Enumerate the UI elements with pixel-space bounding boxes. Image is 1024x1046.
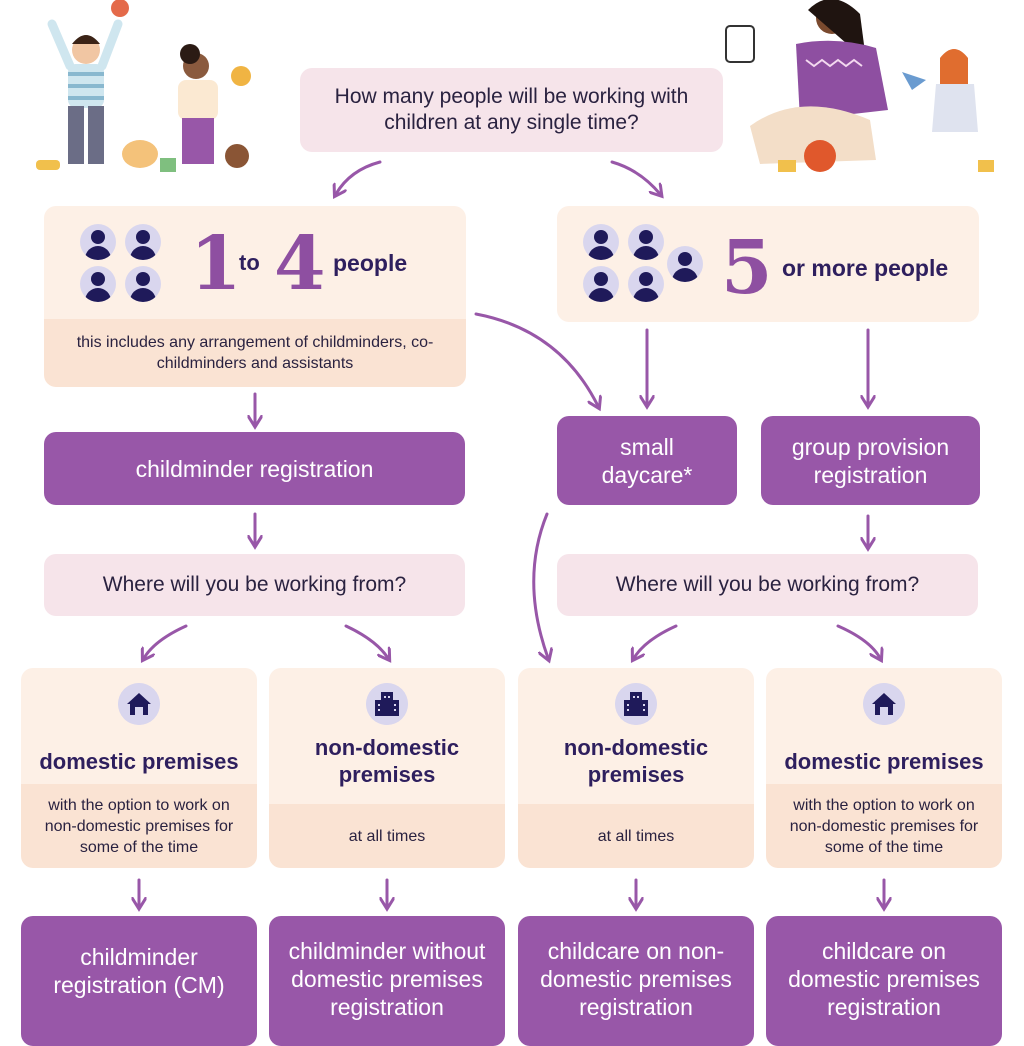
premises-title: non-domestic premises xyxy=(563,735,709,787)
question-where-left-text: Where will you be working from? xyxy=(102,573,407,596)
question-how-many-people: How many people will be working with chi… xyxy=(300,68,723,152)
premises-domestic-left: domestic premises with the option to wor… xyxy=(21,668,257,868)
option-5-or-more-people: 5 or more people xyxy=(557,206,979,322)
question-how-many-people-text: How many people will be working with chi… xyxy=(334,85,689,134)
count-to-4: 4 xyxy=(274,221,326,307)
person-icon xyxy=(628,224,664,260)
childminder-registration-text: childminder registration xyxy=(135,455,374,482)
premises-title: non-domestic premises xyxy=(314,735,460,787)
person-icon xyxy=(80,224,116,260)
premises-title: domestic premises xyxy=(784,748,984,774)
question-where-left: Where will you be working from? xyxy=(44,554,465,616)
arrow xyxy=(474,312,598,406)
arrow xyxy=(344,624,388,658)
premises-non-domestic-left: non-domestic premises at all times xyxy=(269,668,505,868)
childminder-registration-box: childminder registration xyxy=(44,432,465,505)
to-word: to xyxy=(239,250,260,275)
person-icon xyxy=(667,246,703,282)
person-icon xyxy=(125,266,161,302)
group-provision-registration-box: group provision registration xyxy=(761,416,980,505)
arrow xyxy=(836,624,880,658)
small-daycare-box: small daycare* xyxy=(557,416,737,505)
count-from-1: 1 xyxy=(190,221,242,307)
person-icon xyxy=(583,224,619,260)
arrow xyxy=(532,512,548,658)
outcome-childcare-domestic-premises: childcare on domestic premises registrat… xyxy=(766,916,1002,1046)
person-icon xyxy=(80,266,116,302)
outcome-childcare-non-domestic-premises: childcare on non-domestic premises regis… xyxy=(518,916,754,1046)
premises-note: at all times xyxy=(269,804,505,868)
arrow xyxy=(144,624,188,658)
small-daycare-text: small daycare* xyxy=(601,433,693,488)
premises-note: with the option to work on non-domestic … xyxy=(21,784,257,868)
outcome-childminder-registration-cm: childminder registration (CM) xyxy=(21,916,257,1046)
outcome-childminder-without-domestic-premises: childminder without domestic premises re… xyxy=(269,916,505,1046)
group-provision-registration-text: group provision registration xyxy=(791,433,950,488)
question-where-right-text: Where will you be working from? xyxy=(615,573,920,596)
illustration-children-left xyxy=(36,0,251,172)
option-1-to-4-note: this includes any arrangement of childmi… xyxy=(44,319,466,387)
arrow xyxy=(634,624,678,658)
premises-note: at all times xyxy=(518,804,754,868)
or-more-people: or more people xyxy=(782,255,949,281)
count-5: 5 xyxy=(721,225,773,311)
option-1-to-4-people: 1 to 4 people this includes any arrangem… xyxy=(44,206,466,387)
house-icon xyxy=(863,683,905,725)
premises-note: with the option to work on non-domestic … xyxy=(766,784,1002,868)
question-where-right: Where will you be working from? xyxy=(557,554,978,616)
house-icon xyxy=(118,683,160,725)
option-1-to-4-note-text: this includes any arrangement of childmi… xyxy=(76,334,434,372)
premises-non-domestic-right: non-domestic premises at all times xyxy=(518,668,754,868)
person-icon xyxy=(125,224,161,260)
person-icon xyxy=(628,266,664,302)
flow-arrows xyxy=(0,160,1024,1024)
person-icon xyxy=(583,266,619,302)
premises-domestic-right: domestic premises with the option to wor… xyxy=(766,668,1002,868)
arrow xyxy=(610,160,660,194)
people-word: people xyxy=(333,250,408,276)
building-icon xyxy=(366,683,408,725)
illustration-woman-and-child-right xyxy=(725,0,994,172)
premises-title: domestic premises xyxy=(39,748,239,774)
arrow xyxy=(336,160,382,194)
building-icon xyxy=(615,683,657,725)
